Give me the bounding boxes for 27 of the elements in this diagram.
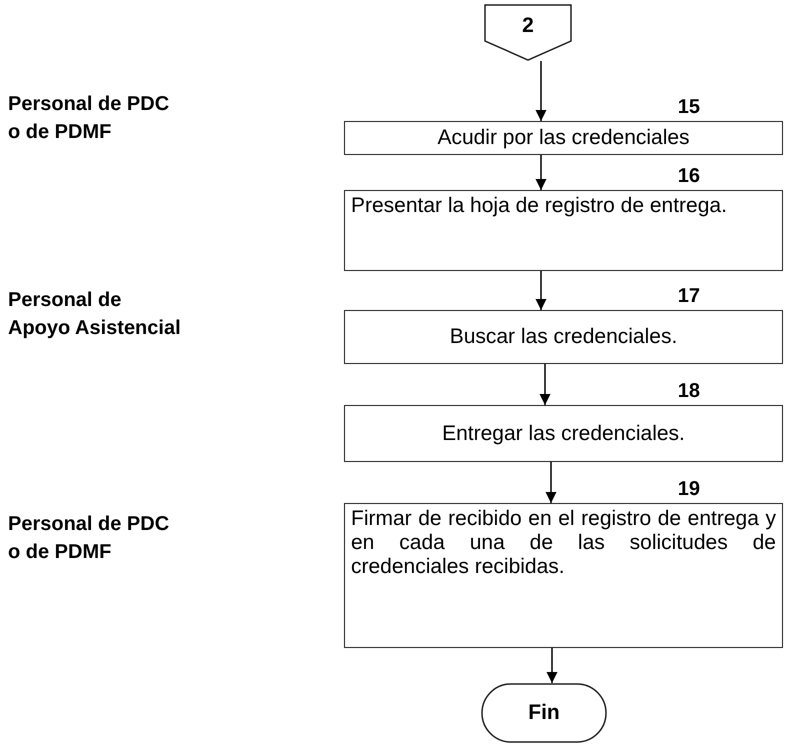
role-label: Personal de PDC o de PDMF — [8, 92, 170, 145]
process-box — [344, 310, 783, 364]
process-text: Firmar de recibido en el registro de entrega y en cada una de las solicitudes de credenciales recibidas. — [351, 507, 776, 579]
process-text: Buscar las credenciales. — [448, 325, 678, 349]
role-label: Personal de PDC o de PDMF — [8, 512, 170, 565]
step-number: 19 — [676, 478, 700, 501]
off-page-connector — [484, 4, 572, 61]
arrow — [536, 271, 546, 310]
process-box — [344, 121, 783, 155]
step-number: 16 — [676, 165, 700, 188]
arrow — [546, 648, 558, 683]
process-box — [344, 405, 783, 462]
process-text: Entregar las credenciales. — [441, 422, 686, 446]
process-text: Presentar la hoja de registro de entrega. — [351, 194, 728, 218]
step-number: 17 — [676, 285, 700, 308]
process-text: Acudir por las credenciales — [436, 126, 691, 150]
arrow — [546, 462, 556, 503]
role-label: Personal de Apoyo Asistencial — [8, 288, 182, 341]
arrow — [536, 155, 546, 190]
node-label: 2 — [522, 14, 534, 38]
process-box — [344, 503, 783, 648]
step-number: 15 — [676, 96, 700, 119]
node-label: Fin — [528, 701, 560, 725]
arrow — [536, 61, 546, 121]
arrow — [540, 364, 550, 405]
step-number: 18 — [676, 380, 700, 403]
process-box — [344, 190, 783, 271]
